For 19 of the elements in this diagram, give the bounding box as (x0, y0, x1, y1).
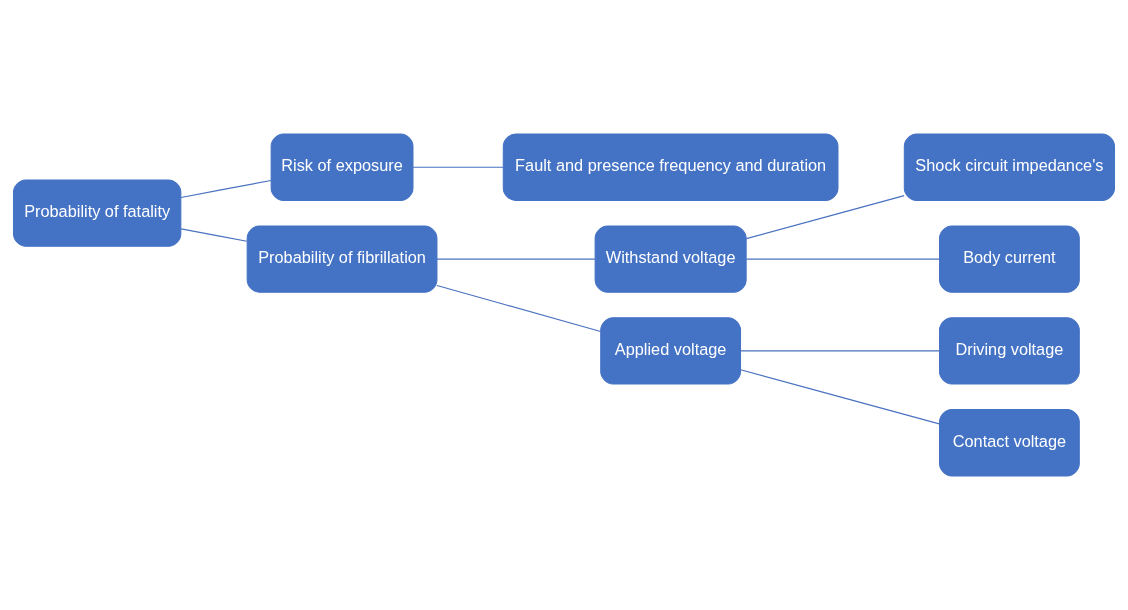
node-box: Body current (939, 225, 1080, 293)
connector (740, 369, 940, 425)
node-box: Shock circuit impedance's (903, 133, 1115, 201)
node-box: Applied voltage (600, 317, 742, 385)
connector (745, 195, 905, 240)
node-box: Driving voltage (939, 317, 1080, 385)
connector (412, 166, 504, 168)
connector (745, 258, 940, 260)
connector (740, 350, 940, 352)
node-box: Withstand voltage (594, 225, 747, 293)
connector (436, 258, 596, 260)
node-box: Probability of fibrillation (246, 225, 438, 293)
node-box: Fault and presence frequency and duration (502, 133, 839, 201)
connector (436, 284, 602, 333)
node-box: Contact voltage (939, 409, 1080, 477)
node-box: Risk of exposure (270, 133, 414, 201)
connector (180, 179, 272, 199)
connector (180, 228, 248, 242)
node-box: Probability of fatality (13, 179, 182, 247)
